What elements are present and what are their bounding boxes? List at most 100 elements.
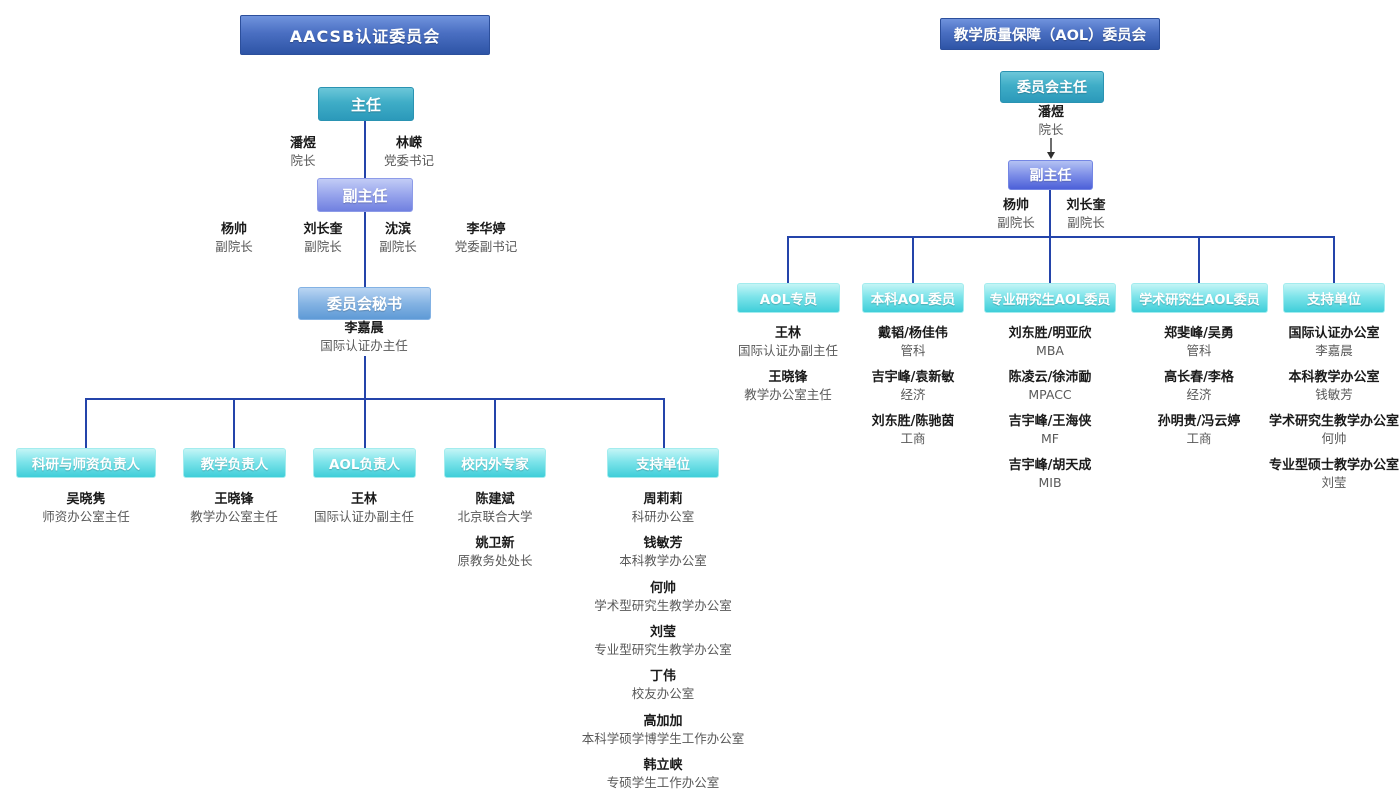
member-role: 专硕学生工作办公室 <box>606 775 720 790</box>
member-name: 李华婷 <box>466 222 506 237</box>
arrow-line <box>1050 138 1052 153</box>
member-role: 院长 <box>1038 122 1064 137</box>
connector-line <box>912 236 914 283</box>
member-name: 王林 <box>350 492 378 507</box>
member-name: 专业型硕士教学办公室 <box>1268 458 1400 473</box>
member-name: 王林 <box>774 326 802 341</box>
member-entry: 王林 国际认证办副主任 <box>314 491 414 525</box>
member-role: 院长 <box>290 153 316 168</box>
member-name: 刘东胜/陈驰茵 <box>871 414 955 429</box>
member-entry: 吉宇峰/胡天成 MIB <box>1009 457 1092 491</box>
member-entry: 潘煜 院长 <box>1038 104 1064 138</box>
left-director-box: 主任 <box>318 87 414 121</box>
member-name: 潘煜 <box>1037 105 1065 120</box>
member-name: 吴晓隽 <box>66 492 106 507</box>
member-entry: 本科教学办公室 钱敏芳 <box>1288 369 1379 403</box>
member-entry: 国际认证办公室 李嘉晨 <box>1288 325 1379 359</box>
member-role: 北京联合大学 <box>457 509 533 524</box>
member-entry: 何帅 学术型研究生教学办公室 <box>594 580 732 614</box>
member-name: 杨帅 <box>220 222 248 237</box>
member-name: 吉宇峰/袁新敏 <box>871 370 955 385</box>
member-entry: 杨帅 副院长 <box>215 221 253 255</box>
member-role: 李嘉晨 <box>1315 343 1353 358</box>
member-role: 副院长 <box>1067 215 1105 230</box>
right-director-box: 委员会主任 <box>1000 71 1104 103</box>
member-name: 丁伟 <box>649 669 677 684</box>
member-name: 刘莹 <box>649 625 677 640</box>
connector-line <box>787 236 789 283</box>
right-chart-title-banner: 教学质量保障（AOL）委员会 <box>940 18 1160 50</box>
member-name: 姚卫新 <box>475 536 515 551</box>
member-role: 校友办公室 <box>631 686 695 701</box>
left-branch-box-support: 支持单位 <box>607 448 719 478</box>
member-name: 本科教学办公室 <box>1288 370 1380 385</box>
member-name: 王晓锋 <box>214 492 254 507</box>
right-branch-box-academic-grad: 学术研究生AOL委员 <box>1131 283 1268 313</box>
member-name: 国际认证办公室 <box>1288 326 1380 341</box>
connector-line <box>663 398 665 448</box>
member-role: 原教务处处长 <box>457 553 533 568</box>
member-name: 戴韬/杨佳伟 <box>878 326 948 341</box>
left-branch-box-experts: 校内外专家 <box>444 448 546 478</box>
member-entry: 丁伟 校友办公室 <box>632 668 695 702</box>
member-entry: 王晓锋 教学办公室主任 <box>190 491 278 525</box>
member-entry: 杨帅 副院长 <box>997 197 1035 231</box>
member-name: 高长春/李格 <box>1164 370 1234 385</box>
member-entry: 韩立峡 专硕学生工作办公室 <box>607 757 720 791</box>
connector-line <box>1333 236 1335 283</box>
member-entry: 孙明贵/冯云婷 工商 <box>1158 413 1241 447</box>
member-name: 钱敏芳 <box>643 536 683 551</box>
right-deputy-box: 副主任 <box>1008 160 1093 190</box>
member-role: 何帅 <box>1321 431 1347 446</box>
member-role: 党委副书记 <box>454 239 518 254</box>
member-role: 经济 <box>1186 387 1212 402</box>
member-entry: 王晓锋 教学办公室主任 <box>744 369 832 403</box>
connector-line <box>364 121 366 178</box>
member-name: 沈滨 <box>384 222 412 237</box>
left-branch-box-aol: AOL负责人 <box>313 448 416 478</box>
member-name: 高加加 <box>643 714 683 729</box>
member-role: 管科 <box>1186 343 1212 358</box>
member-name: 学术研究生教学办公室 <box>1268 414 1400 429</box>
member-name: 郑斐峰/吴勇 <box>1164 326 1234 341</box>
member-name: 吉宇峰/王海侠 <box>1008 414 1092 429</box>
connector-line <box>787 236 1335 238</box>
member-entry: 刘东胜/陈驰茵 工商 <box>872 413 955 447</box>
member-entry: 郑斐峰/吴勇 管科 <box>1164 325 1234 359</box>
connector-line <box>494 398 496 448</box>
member-entry: 陈凌云/徐沛勔 MPACC <box>1009 369 1092 403</box>
member-role: 管科 <box>900 343 926 358</box>
member-role: 教学办公室主任 <box>744 387 832 402</box>
member-role: 国际认证办副主任 <box>737 343 839 358</box>
right-branch-box-aol-specialist: AOL专员 <box>737 283 840 313</box>
member-name: 杨帅 <box>1002 198 1030 213</box>
member-entry: 学术研究生教学办公室 何帅 <box>1269 413 1399 447</box>
member-name: 潘煜 <box>289 136 317 151</box>
left-secretary-box: 委员会秘书 <box>298 287 431 320</box>
member-entry: 吴晓隽 师资办公室主任 <box>42 491 130 525</box>
connector-line <box>364 398 366 448</box>
member-role: 刘莹 <box>1321 475 1347 490</box>
member-name: 李嘉晨 <box>344 321 384 336</box>
connector-line <box>233 398 235 448</box>
right-branch-box-undergrad: 本科AOL委员 <box>862 283 964 313</box>
member-role: 副院长 <box>215 239 253 254</box>
member-role: 工商 <box>900 431 926 446</box>
right-branch-box-professional-grad: 专业研究生AOL委员 <box>984 283 1116 313</box>
connector-line <box>364 356 366 398</box>
member-role: 副院长 <box>379 239 417 254</box>
member-role: 副院长 <box>304 239 342 254</box>
member-role: 学术型研究生教学办公室 <box>594 598 732 613</box>
member-name: 陈建斌 <box>475 492 515 507</box>
left-branch-box-research-faculty: 科研与师资负责人 <box>16 448 156 478</box>
member-role: 工商 <box>1186 431 1212 446</box>
member-role: 本科学硕学博学生工作办公室 <box>581 731 745 746</box>
member-entry: 沈滨 副院长 <box>379 221 417 255</box>
member-role: 师资办公室主任 <box>42 509 130 524</box>
member-entry: 王林 国际认证办副主任 <box>738 325 838 359</box>
member-entry: 姚卫新 原教务处处长 <box>457 535 532 569</box>
member-entry: 刘东胜/明亚欣 MBA <box>1009 325 1092 359</box>
member-role: MIB <box>1038 475 1062 490</box>
member-role: 党委书记 <box>383 153 435 168</box>
member-entry: 高加加 本科学硕学博学生工作办公室 <box>582 713 745 747</box>
